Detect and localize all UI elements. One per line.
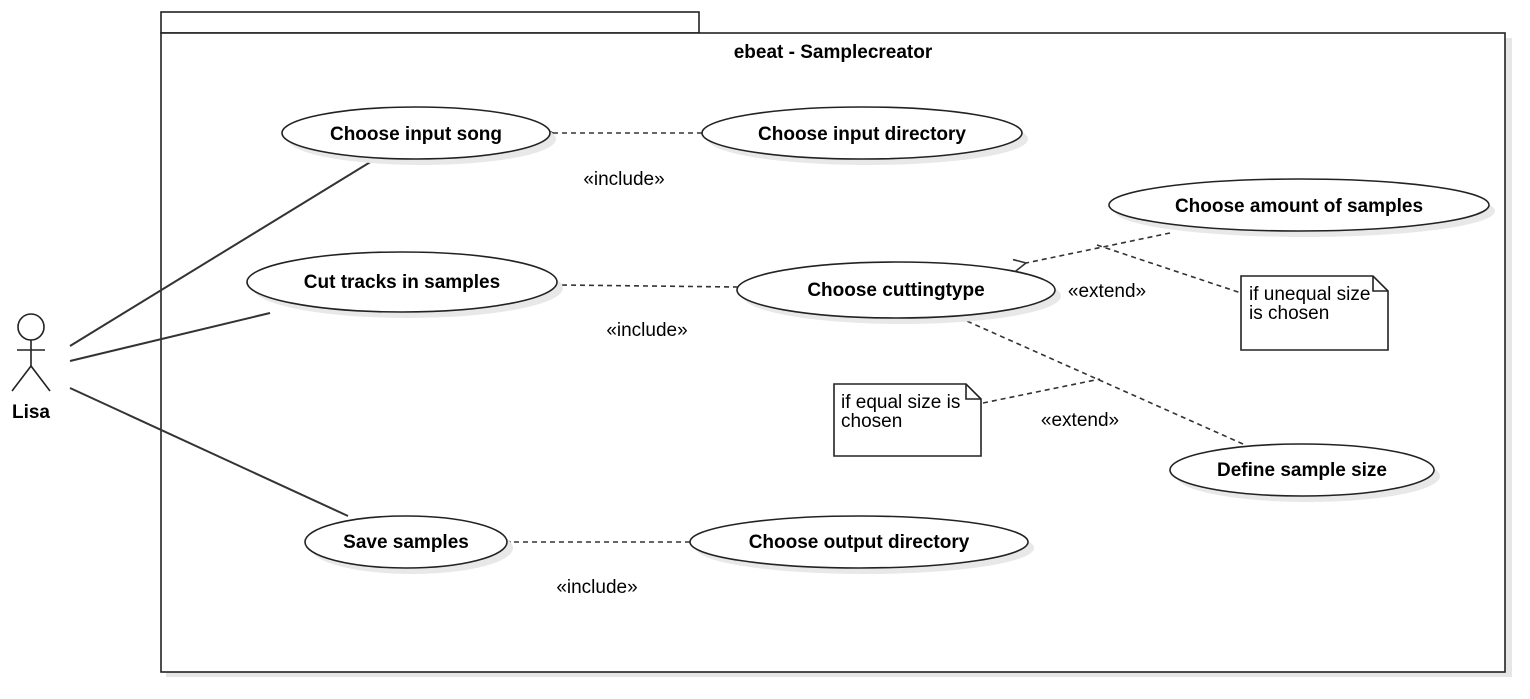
include-label: «include» xyxy=(583,169,664,190)
use-case-choose-input-song[interactable]: Choose input song xyxy=(281,106,556,165)
use-case-label: Choose input song xyxy=(330,124,502,145)
include-label: «include» xyxy=(556,577,637,598)
use-case-label: Choose output directory xyxy=(749,532,970,553)
use-case-label: Choose cuttingtype xyxy=(807,280,984,301)
use-case-save-samples[interactable]: Save samples xyxy=(304,515,513,574)
extend-arrow-define-sample-size xyxy=(960,318,1244,445)
use-case-choose-output-directory[interactable]: Choose output directory xyxy=(689,515,1034,574)
system-title: ebeat - Samplecreator xyxy=(734,42,933,63)
use-case-label: Define sample size xyxy=(1217,460,1387,481)
actor-lisa[interactable]: Lisa xyxy=(11,313,51,423)
note-equal-size[interactable]: if equal size is chosen xyxy=(833,383,982,457)
association-cut-tracks xyxy=(69,312,271,362)
use-case-cut-tracks-in-samples[interactable]: Cut tracks in samples xyxy=(246,251,563,318)
extend-label: «extend» xyxy=(1041,410,1119,431)
note-fold xyxy=(1372,276,1388,292)
note-fold xyxy=(965,384,981,400)
note-text: if equal size is xyxy=(841,392,960,413)
association-choose-input-song xyxy=(69,160,373,347)
use-case-define-sample-size[interactable]: Define sample size xyxy=(1169,443,1440,502)
note-connector-unequal xyxy=(1096,244,1242,294)
actor-left-leg xyxy=(11,365,32,392)
actor-head xyxy=(17,313,45,341)
extend-arrow-amount-of-samples xyxy=(1026,232,1171,263)
use-case-label: Save samples xyxy=(343,532,469,553)
package-tab xyxy=(160,11,700,34)
use-case-choose-amount-of-samples[interactable]: Choose amount of samples xyxy=(1108,178,1495,237)
extend-label: «extend» xyxy=(1068,281,1146,302)
association-save-samples xyxy=(69,387,349,517)
note-unequal-size[interactable]: if unequal size is chosen xyxy=(1240,275,1389,351)
note-connector-equal xyxy=(982,378,1101,404)
actor-right-leg xyxy=(30,365,51,392)
use-case-label: Choose amount of samples xyxy=(1175,196,1423,217)
include-arrow-cuttingtype xyxy=(560,285,739,287)
use-case-label: Choose input directory xyxy=(758,124,966,145)
note-text: is chosen xyxy=(1249,303,1329,324)
include-label: «include» xyxy=(606,320,687,341)
note-text: chosen xyxy=(841,411,902,432)
use-case-label: Cut tracks in samples xyxy=(304,272,500,293)
use-case-choose-cuttingtype[interactable]: Choose cuttingtype xyxy=(736,261,1061,324)
note-text: if unequal size xyxy=(1249,284,1370,305)
actor-name: Lisa xyxy=(12,402,50,423)
use-case-choose-input-directory[interactable]: Choose input directory xyxy=(701,106,1028,165)
